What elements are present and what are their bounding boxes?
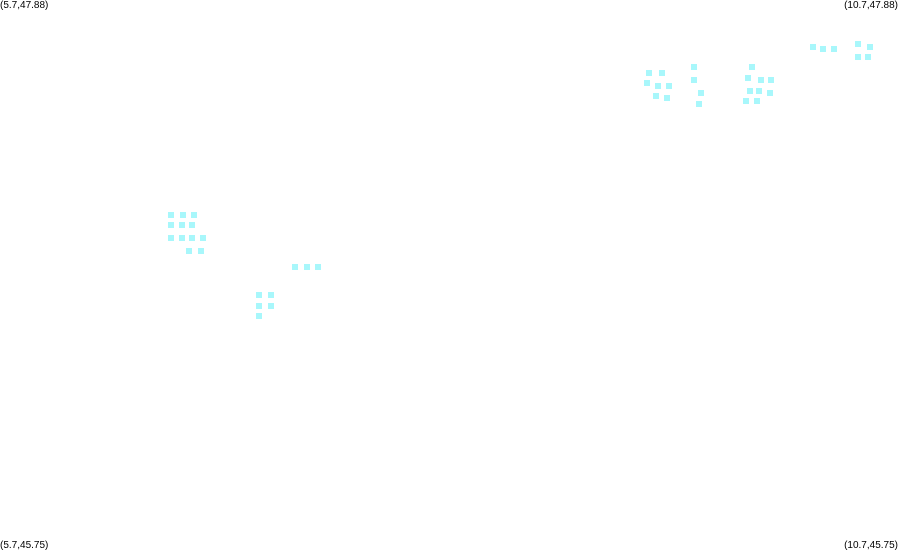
map-marker[interactable] — [810, 44, 816, 50]
map-marker[interactable] — [767, 90, 773, 96]
map-marker[interactable] — [867, 44, 873, 50]
map-marker[interactable] — [768, 77, 774, 83]
map-marker[interactable] — [315, 264, 321, 270]
map-marker[interactable] — [691, 64, 697, 70]
map-marker[interactable] — [698, 90, 704, 96]
map-marker[interactable] — [179, 222, 185, 228]
corner-label-bottom-right: (10.7,45.75) — [844, 540, 898, 551]
map-marker[interactable] — [745, 75, 751, 81]
map-marker[interactable] — [200, 235, 206, 241]
map-marker[interactable] — [256, 292, 262, 298]
map-marker[interactable] — [855, 54, 861, 60]
map-marker[interactable] — [256, 313, 262, 319]
map-marker[interactable] — [743, 98, 749, 104]
map-marker[interactable] — [664, 95, 670, 101]
map-marker[interactable] — [756, 88, 762, 94]
map-marker[interactable] — [189, 235, 195, 241]
corner-label-top-right: (10.7,47.88) — [844, 0, 898, 11]
map-marker[interactable] — [168, 222, 174, 228]
map-marker[interactable] — [749, 64, 755, 70]
map-marker[interactable] — [180, 212, 186, 218]
map-marker[interactable] — [292, 264, 298, 270]
map-marker[interactable] — [268, 303, 274, 309]
map-marker[interactable] — [179, 235, 185, 241]
map-marker[interactable] — [268, 292, 274, 298]
map-marker[interactable] — [189, 222, 195, 228]
map-marker[interactable] — [865, 54, 871, 60]
map-marker[interactable] — [168, 235, 174, 241]
map-marker[interactable] — [659, 70, 665, 76]
map-marker[interactable] — [758, 77, 764, 83]
map-marker[interactable] — [191, 212, 197, 218]
map-marker[interactable] — [198, 248, 204, 254]
map-marker[interactable] — [256, 303, 262, 309]
map-marker[interactable] — [820, 46, 826, 52]
map-marker[interactable] — [831, 46, 837, 52]
corner-label-bottom-left: (5.7,45.75) — [0, 540, 49, 551]
map-marker[interactable] — [168, 212, 174, 218]
map-marker[interactable] — [855, 41, 861, 47]
corner-label-top-left: (5.7,47.88) — [0, 0, 49, 11]
map-marker[interactable] — [666, 83, 672, 89]
map-marker[interactable] — [186, 248, 192, 254]
map-marker[interactable] — [747, 88, 753, 94]
map-marker[interactable] — [754, 98, 760, 104]
map-marker[interactable] — [653, 93, 659, 99]
map-marker[interactable] — [691, 77, 697, 83]
map-marker[interactable] — [644, 80, 650, 86]
map-marker[interactable] — [655, 83, 661, 89]
map-marker[interactable] — [646, 70, 652, 76]
map-marker[interactable] — [696, 101, 702, 107]
map-marker[interactable] — [304, 264, 310, 270]
